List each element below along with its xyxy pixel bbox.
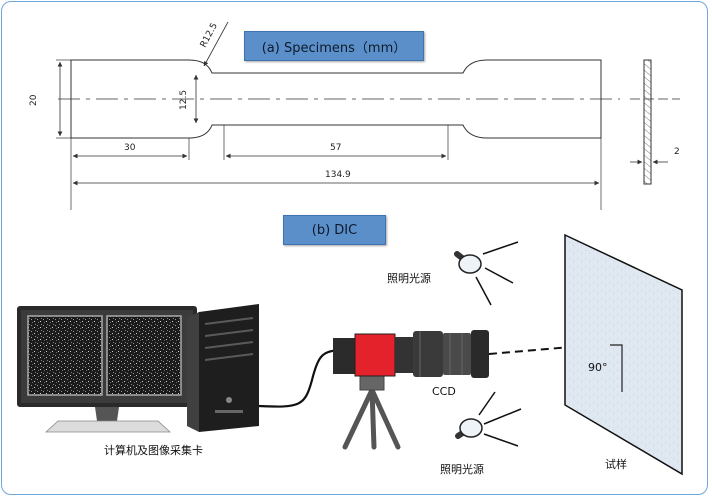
monitor <box>17 306 197 433</box>
side-view <box>643 59 652 185</box>
light-source-bottom <box>455 391 522 447</box>
neck-height-dim: 12.5 <box>179 90 189 110</box>
thickness-dim: 2 <box>674 147 680 157</box>
grip-length-dim: 30 <box>124 143 136 153</box>
light-top-label: 照明光源 <box>387 271 431 285</box>
height-dim: 20 <box>29 94 39 106</box>
specimen-drawing <box>56 21 680 210</box>
computer-tower <box>187 304 259 432</box>
tripod <box>342 375 401 450</box>
data-cable <box>258 348 339 408</box>
monitor-screen-right <box>106 315 182 396</box>
light-source-top <box>454 241 519 306</box>
angle-label: 90° <box>588 361 608 374</box>
right-angle-mark <box>610 344 623 392</box>
light-bottom-label: 照明光源 <box>440 462 484 476</box>
monitor-screen-left <box>27 315 103 396</box>
section-a-label: (a) Specimens（mm） <box>244 31 424 61</box>
gauge-length-dim: 57 <box>330 143 341 153</box>
total-length-dim: 134.9 <box>325 170 351 180</box>
section-b-label: (b) DIC <box>283 215 386 245</box>
camera-label: CCD <box>432 385 456 398</box>
radius-leader <box>203 21 229 67</box>
specimen-label: 试样 <box>605 457 627 471</box>
ccd-camera <box>333 330 489 378</box>
test-specimen-plate <box>564 233 683 476</box>
computer-label: 计算机及图像采集卡 <box>104 443 203 457</box>
radius-dim: R12.5 <box>199 21 220 49</box>
